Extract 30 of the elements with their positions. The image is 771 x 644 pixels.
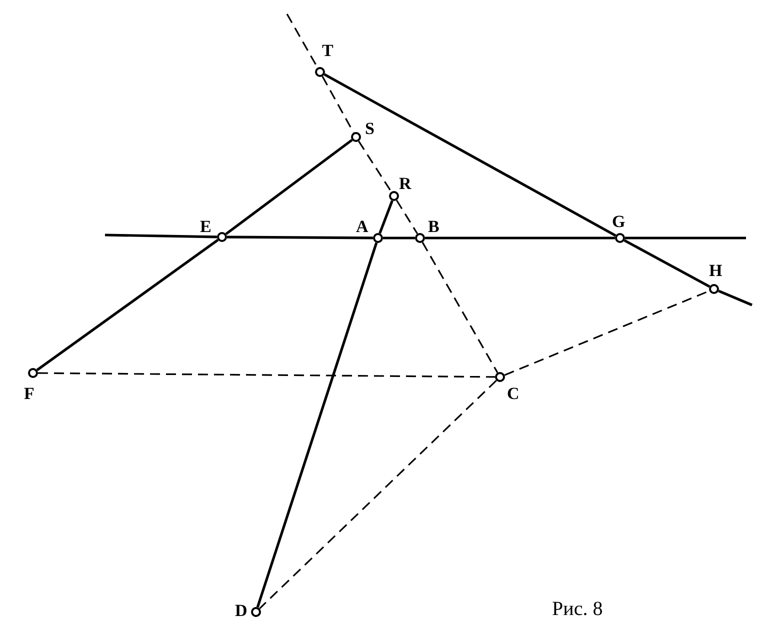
point-label: A <box>356 218 368 235</box>
line-segment <box>256 242 378 608</box>
dashed-line <box>38 372 495 378</box>
point-label: D <box>235 602 248 619</box>
line-segment <box>225 138 353 236</box>
figure-caption: Рис. 8 <box>552 598 603 620</box>
dashed-line <box>322 76 354 134</box>
line-segment <box>383 236 415 240</box>
point-label: T <box>322 42 334 59</box>
point-label: S <box>365 120 374 137</box>
line-segment <box>104 234 218 238</box>
line-segment <box>425 236 615 240</box>
point-label: G <box>612 213 626 230</box>
line-segment <box>718 290 752 306</box>
point-label: C <box>507 385 520 402</box>
line-segment <box>378 200 394 234</box>
line-segment <box>227 236 373 240</box>
point-label: E <box>200 218 212 235</box>
dashed-line <box>259 380 497 610</box>
dashed-line <box>358 140 392 192</box>
point-label: R <box>399 175 412 192</box>
point-label: F <box>24 385 34 402</box>
line-segment <box>624 239 710 288</box>
line-segment <box>36 238 219 372</box>
line-segment <box>625 236 746 240</box>
line-segment <box>324 73 616 237</box>
point-label: B <box>428 218 440 235</box>
point-label: H <box>709 262 722 279</box>
dashed-line <box>422 242 498 374</box>
dashed-line <box>396 200 418 234</box>
